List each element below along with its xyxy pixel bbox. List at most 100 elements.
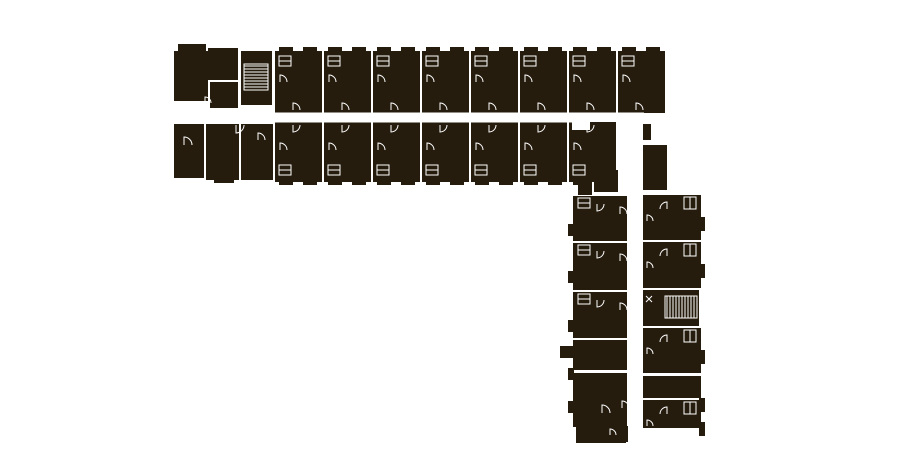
west-service-room [210, 82, 238, 108]
bathroom-fixture [577, 293, 591, 305]
west-room-north-b [208, 48, 238, 80]
bathroom-fixture [474, 55, 488, 67]
door-swing [646, 261, 654, 269]
stair-outline [243, 63, 269, 91]
door-swing [601, 404, 611, 414]
room-south-5 [471, 122, 518, 182]
bathroom-fixture [572, 55, 586, 67]
door-swing [257, 132, 266, 141]
door-swing [659, 406, 668, 415]
room-south-3-tab2 [401, 181, 415, 185]
bathroom-fixture [683, 196, 697, 210]
room-east-east-3-tab [699, 350, 705, 364]
room-south-6-tab [524, 181, 538, 185]
main-corridor [198, 113, 643, 122]
door-swing [279, 142, 288, 151]
room-south-4-tab2 [450, 181, 464, 185]
room-east-east-5-tab [699, 422, 705, 436]
bathroom-fixture [376, 164, 390, 176]
room-east-west-1-tab [568, 224, 574, 236]
door-swing [646, 214, 654, 222]
bathroom-fixture [621, 55, 635, 67]
room-south-4-tab [426, 181, 440, 185]
door-swing [341, 124, 350, 133]
door-swing [390, 124, 399, 133]
east-corridor [628, 113, 641, 413]
room-north-7-tab2 [597, 47, 611, 52]
room-north-8 [618, 51, 665, 113]
door-swing [204, 96, 212, 104]
room-north-5-tab [475, 47, 489, 52]
rooms-layer [174, 44, 705, 443]
door-swing [646, 419, 654, 427]
door-swing [235, 124, 245, 134]
room-south-2 [324, 122, 371, 182]
room-north-4-tab [426, 47, 440, 52]
west-room-south-c [241, 124, 273, 180]
bathroom-fixture [327, 55, 341, 67]
room-south-1 [275, 122, 322, 182]
room-east-west-2-tab [568, 271, 574, 283]
room-north-2-tab [328, 47, 342, 52]
elevator-x [645, 295, 653, 303]
bathroom-fixture [278, 55, 292, 67]
room-north-3-tab [377, 47, 391, 52]
bathroom-fixture [572, 164, 586, 176]
room-north-1-tab2 [303, 47, 317, 52]
room-south-6-tab2 [548, 181, 562, 185]
door-swing [328, 142, 337, 151]
door-swing [426, 74, 435, 83]
door-swing [475, 74, 484, 83]
room-east-east-1 [643, 195, 701, 240]
door-swing [659, 201, 668, 210]
door-swing [390, 102, 399, 111]
bathroom-fixture [523, 164, 537, 176]
core-room-b [592, 140, 614, 168]
room-east-west-4-tab [568, 368, 574, 380]
door-swing [537, 102, 546, 111]
room-south-1-tab2 [303, 181, 317, 185]
room-north-3 [373, 51, 420, 113]
room-south-1-tab [279, 181, 293, 185]
room-north-5-tab2 [499, 47, 513, 52]
bathroom-fixture [577, 197, 591, 209]
room-north-2-tab2 [352, 47, 366, 52]
room-south-6 [520, 122, 567, 182]
door-swing [646, 347, 654, 355]
bathroom-fixture [425, 164, 439, 176]
door-swing [619, 206, 628, 215]
bathroom-fixture [683, 329, 697, 343]
room-north-7 [569, 51, 616, 113]
room-north-7-tab [573, 47, 587, 52]
core-room-g [578, 175, 592, 195]
west-room-south-b [206, 124, 239, 180]
door-swing [279, 74, 288, 83]
room-north-6-tab2 [548, 47, 562, 52]
room-south-4 [422, 122, 469, 182]
room-east-west-3 [573, 292, 627, 338]
door-swing [596, 203, 605, 212]
corridor-link [572, 120, 590, 130]
door-swing [328, 74, 337, 83]
room-east-east-1-tab [699, 217, 705, 231]
door-swing [475, 142, 484, 151]
door-swing [619, 302, 628, 311]
room-north-8-tab2 [646, 47, 660, 52]
door-swing [488, 102, 497, 111]
door-swing [426, 142, 435, 151]
door-swing [524, 142, 533, 151]
door-swing [377, 142, 386, 151]
door-swing [619, 253, 628, 262]
door-swing [524, 74, 533, 83]
door-swing [659, 334, 668, 343]
door-swing [488, 124, 497, 133]
door-swing [292, 102, 301, 111]
bathroom-fixture [523, 55, 537, 67]
bathroom-fixture [425, 55, 439, 67]
bathroom-fixture [278, 164, 292, 176]
room-north-3-tab2 [401, 47, 415, 52]
east-bottom-room-b [600, 426, 628, 442]
room-east-west-2 [573, 243, 627, 290]
bathroom-fixture [577, 244, 591, 256]
door-swing [537, 124, 546, 133]
